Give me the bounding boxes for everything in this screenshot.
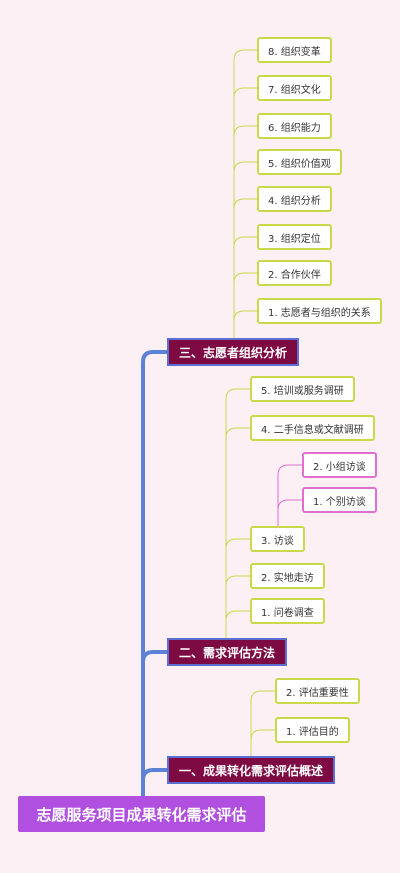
leaf-connector [233, 310, 257, 322]
root-topic[interactable]: 志愿服务项目成果转化需求评估 [18, 796, 265, 832]
trunk-line [141, 650, 167, 663]
branch-topic-overview[interactable]: 一、成果转化需求评估概述 [167, 756, 336, 784]
leaf-training-survey[interactable]: 5. 培训或服务调研 [250, 376, 355, 402]
leaf-questionnaire[interactable]: 1. 问卷调查 [250, 598, 325, 624]
sub-leaf-connector [277, 499, 302, 511]
sub-leaf-connector [277, 464, 302, 527]
leaf-connector [233, 272, 257, 284]
leaf-org-capability[interactable]: 6. 组织能力 [257, 113, 332, 139]
leaf-connector [233, 198, 257, 210]
leaf-group-interview[interactable]: 2. 小组访谈 [302, 452, 377, 478]
leaf-org-positioning[interactable]: 3. 组织定位 [257, 224, 332, 250]
leaf-connector [233, 49, 257, 340]
leaf-connector [225, 575, 250, 587]
leaf-volunteer-org-relationship[interactable]: 1. 志愿者与组织的关系 [257, 298, 382, 324]
leaf-connector [250, 690, 275, 756]
trunk-line [141, 350, 167, 796]
leaf-org-values[interactable]: 5. 组织价值观 [257, 149, 342, 175]
leaf-individual-interview[interactable]: 1. 个别访谈 [302, 487, 377, 513]
leaf-connector [233, 125, 257, 137]
branch-topic-assessment-methods[interactable]: 二、需求评估方法 [167, 638, 288, 666]
leaf-connector [233, 236, 257, 248]
leaf-assessment-purpose[interactable]: 1. 评估目的 [275, 717, 350, 743]
leaf-org-culture[interactable]: 7. 组织文化 [257, 75, 332, 101]
leaf-connector [225, 427, 250, 439]
leaf-connector [233, 161, 257, 173]
leaf-field-visit[interactable]: 2. 实地走访 [250, 563, 325, 589]
leaf-connector [233, 87, 257, 99]
trunk-line [141, 768, 167, 781]
leaf-org-analysis[interactable]: 4. 组织分析 [257, 186, 332, 212]
leaf-connector [225, 538, 250, 550]
leaf-secondary-research[interactable]: 4. 二手信息或文献调研 [250, 415, 375, 441]
leaf-connector [225, 388, 250, 640]
leaf-connector [225, 610, 250, 622]
branch-topic-org-analysis[interactable]: 三、志愿者组织分析 [167, 338, 300, 366]
leaf-connector [250, 729, 275, 741]
leaf-interview[interactable]: 3. 访谈 [250, 526, 305, 552]
leaf-partners[interactable]: 2. 合作伙伴 [257, 260, 332, 286]
leaf-org-change[interactable]: 8. 组织变革 [257, 37, 332, 63]
leaf-assessment-importance[interactable]: 2. 评估重要性 [275, 678, 360, 704]
